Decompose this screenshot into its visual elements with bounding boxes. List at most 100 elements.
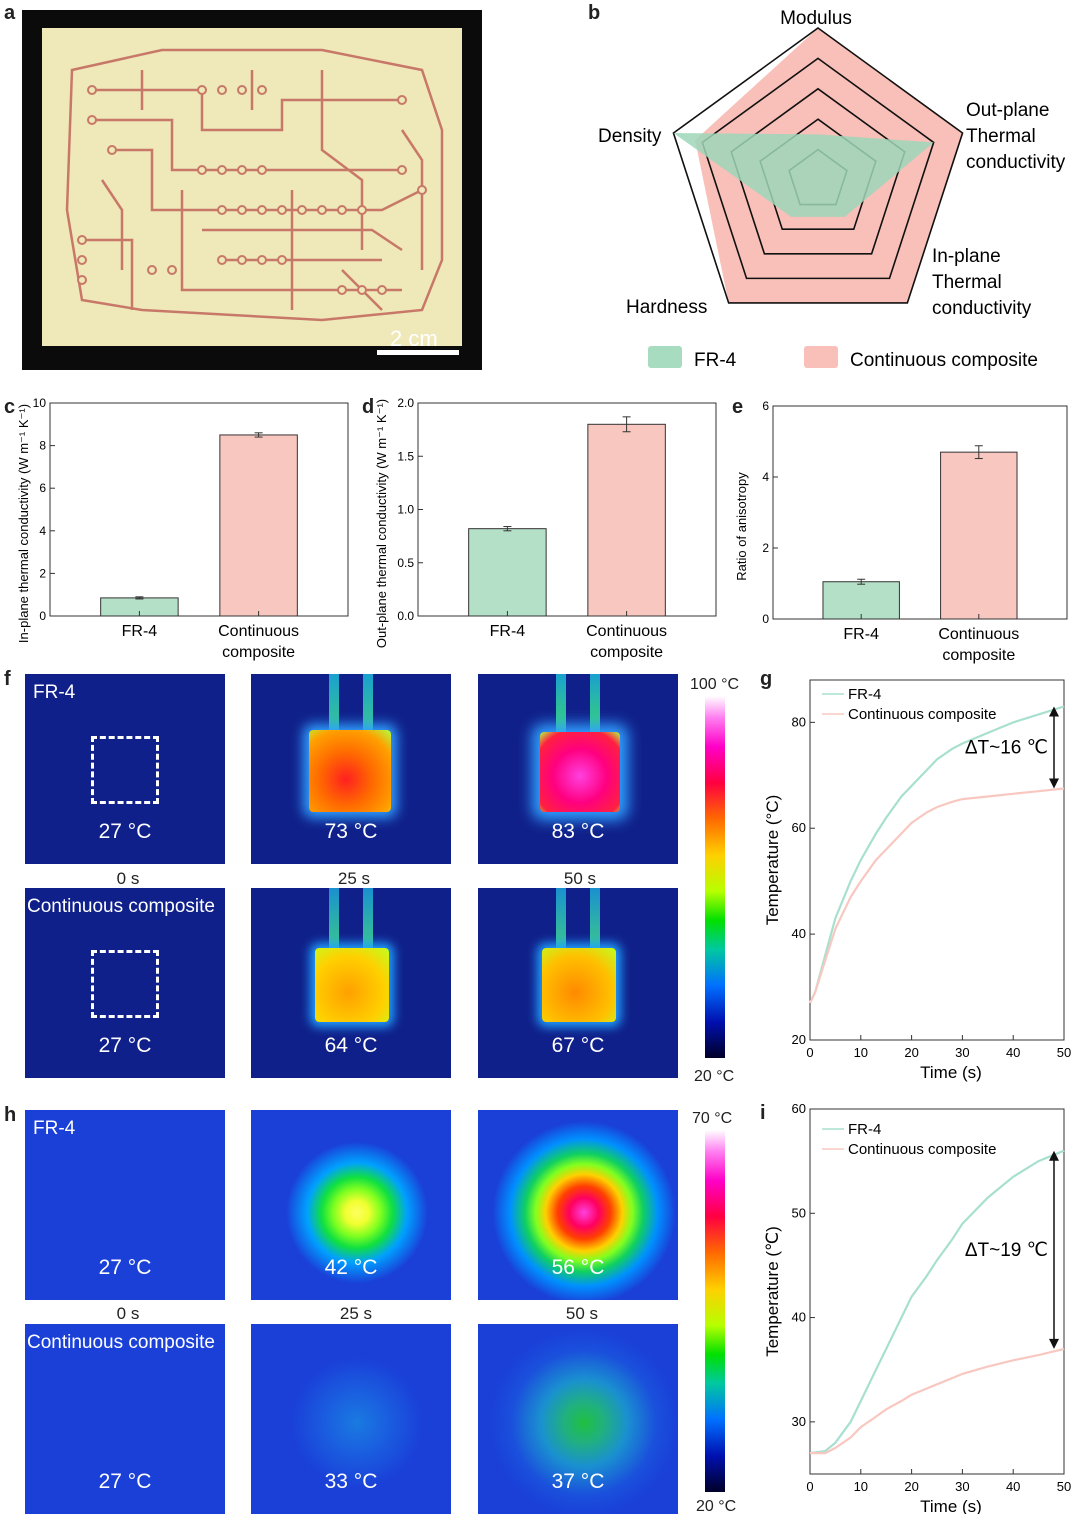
thermal-f-cc-0s: Continuous composite 27 °C — [25, 888, 225, 1078]
heater-hot — [540, 732, 620, 812]
y-tick-label: 50 — [792, 1205, 806, 1220]
y-tick-label: 8 — [39, 439, 46, 453]
wire — [556, 888, 566, 958]
panel-label-d: d — [362, 396, 375, 418]
wire — [363, 674, 373, 744]
series-line-continuous-composite — [809, 787, 1065, 1004]
x-tick-label: Continuous — [586, 623, 667, 640]
x-tick-label: 50 — [1057, 1045, 1071, 1060]
scale-bar-label: 2 cm — [390, 326, 438, 351]
y-tick-label: 2.0 — [397, 396, 414, 410]
legend-label: FR-4 — [848, 1121, 881, 1138]
x-tick-label: 50 — [1057, 1479, 1071, 1494]
radar-axis-label-hardness: Hardness — [626, 297, 707, 318]
pcb-board-graphic — [42, 28, 462, 355]
y-tick-label: 2 — [39, 566, 46, 580]
wire — [329, 888, 339, 958]
y-axis-label: Ratio of anisotropy — [734, 472, 749, 581]
legend-swatch-continuous-composite — [804, 346, 838, 368]
temp-label: 37 °C — [551, 1470, 605, 1493]
colorbar-f — [705, 696, 725, 1058]
x-tick-label: 40 — [1006, 1045, 1020, 1060]
x-tick-label: FR-4 — [843, 626, 879, 643]
x-tick-label: Continuous — [218, 623, 299, 640]
temp-label: 42 °C — [324, 1256, 378, 1279]
radar-grid-ring — [701, 57, 935, 280]
radar-axis-label-modulus: Modulus — [780, 8, 852, 29]
wire — [556, 674, 566, 744]
panel-label-e: e — [732, 396, 744, 418]
x-axis-label: Time (s) — [920, 1063, 982, 1082]
plot-frame — [417, 402, 717, 617]
wire — [590, 888, 600, 958]
y-axis-label: Temperature (℃) — [763, 1226, 782, 1357]
time-label-25s: 25 s — [337, 869, 371, 888]
colorbar-f-min: 20 °C — [694, 1068, 735, 1085]
temp-label: 73 °C — [324, 820, 378, 843]
temp-label: 83 °C — [551, 820, 605, 843]
pcb-photo: 2 cm — [22, 10, 482, 370]
radar-axis-label-inplane: Thermal — [932, 272, 1002, 293]
thermal-f-fr4-50s: 83 °C — [478, 674, 678, 864]
radar-axis-label-inplane: In-plane — [932, 246, 1001, 267]
y-tick-label: 10 — [33, 396, 47, 410]
x-tick-label: composite — [942, 647, 1015, 664]
x-tick-label: composite — [222, 644, 295, 661]
colorbar-h-max: 70 °C — [692, 1110, 733, 1127]
arrowhead — [1049, 1338, 1059, 1349]
bar — [822, 581, 900, 620]
series-line-continuous-composite — [810, 1347, 1065, 1455]
thermal-f-cc-25s: 64 °C — [251, 888, 451, 1078]
y-tick-label: 4 — [39, 524, 46, 538]
heater-warm — [542, 948, 616, 1022]
time-label-0s: 0 s — [116, 869, 140, 888]
heater-outline — [91, 736, 159, 804]
legend-label: Continuous composite — [848, 1141, 996, 1158]
bar — [940, 451, 1018, 620]
delta-annotation: ΔT~19 ℃ — [965, 1240, 1048, 1261]
x-tick-label: 0 — [806, 1045, 813, 1060]
radar-axis-label-outplane: Out-plane — [966, 100, 1049, 121]
x-tick-label: 40 — [1006, 1479, 1020, 1494]
x-tick-label: 20 — [904, 1479, 918, 1494]
colorbar-f-max: 100 °C — [690, 676, 740, 693]
time-label-0s: 0 s — [116, 1304, 140, 1323]
panel-label-h: h — [4, 1104, 17, 1126]
temp-label: 67 °C — [551, 1034, 605, 1057]
arrowhead — [1049, 778, 1059, 789]
plot-frame — [772, 405, 1068, 620]
heater-hot — [309, 730, 391, 812]
legend-label-continuous-composite: Continuous composite — [850, 350, 1038, 371]
plot-frame — [49, 402, 349, 617]
thermal-h-fr4-50s: 56 °C — [478, 1110, 678, 1300]
x-tick-label: 0 — [806, 1479, 813, 1494]
plot-frame — [809, 679, 1065, 1041]
y-tick-label: 1.5 — [397, 449, 414, 463]
temp-label: 64 °C — [324, 1034, 378, 1057]
radar-chart: ModulusOut-planeThermalconductivityIn-pl… — [598, 8, 1066, 371]
temp-label: 27 °C — [98, 1470, 152, 1493]
x-tick-label: composite — [590, 644, 663, 661]
y-tick-label: 20 — [792, 1032, 806, 1047]
y-tick-label: 6 — [762, 399, 769, 413]
thermal-h-cc-50s: 37 °C — [478, 1324, 678, 1514]
thermal-f-cc-50s: 67 °C — [478, 888, 678, 1078]
bar — [587, 423, 666, 617]
temp-label: 27 °C — [98, 820, 152, 843]
y-axis-label: Temperature (°C) — [763, 795, 782, 926]
wire — [329, 674, 339, 744]
panel-label-b: b — [588, 2, 601, 24]
y-tick-label: 60 — [792, 1101, 806, 1116]
delta-annotation: ΔT~16 ℃ — [965, 738, 1048, 759]
thermal-f-fr4-label: FR-4 — [33, 682, 76, 703]
y-tick-label: 0.0 — [397, 609, 414, 623]
colorbar-h — [705, 1130, 725, 1492]
y-axis-label: In-plane thermal conductivity (W m⁻¹ K⁻¹… — [16, 404, 31, 643]
legend-swatch-fr4 — [648, 346, 682, 368]
thermal-h-fr4-25s: 42 °C — [251, 1110, 451, 1300]
radar-series-fr4 — [673, 133, 934, 217]
